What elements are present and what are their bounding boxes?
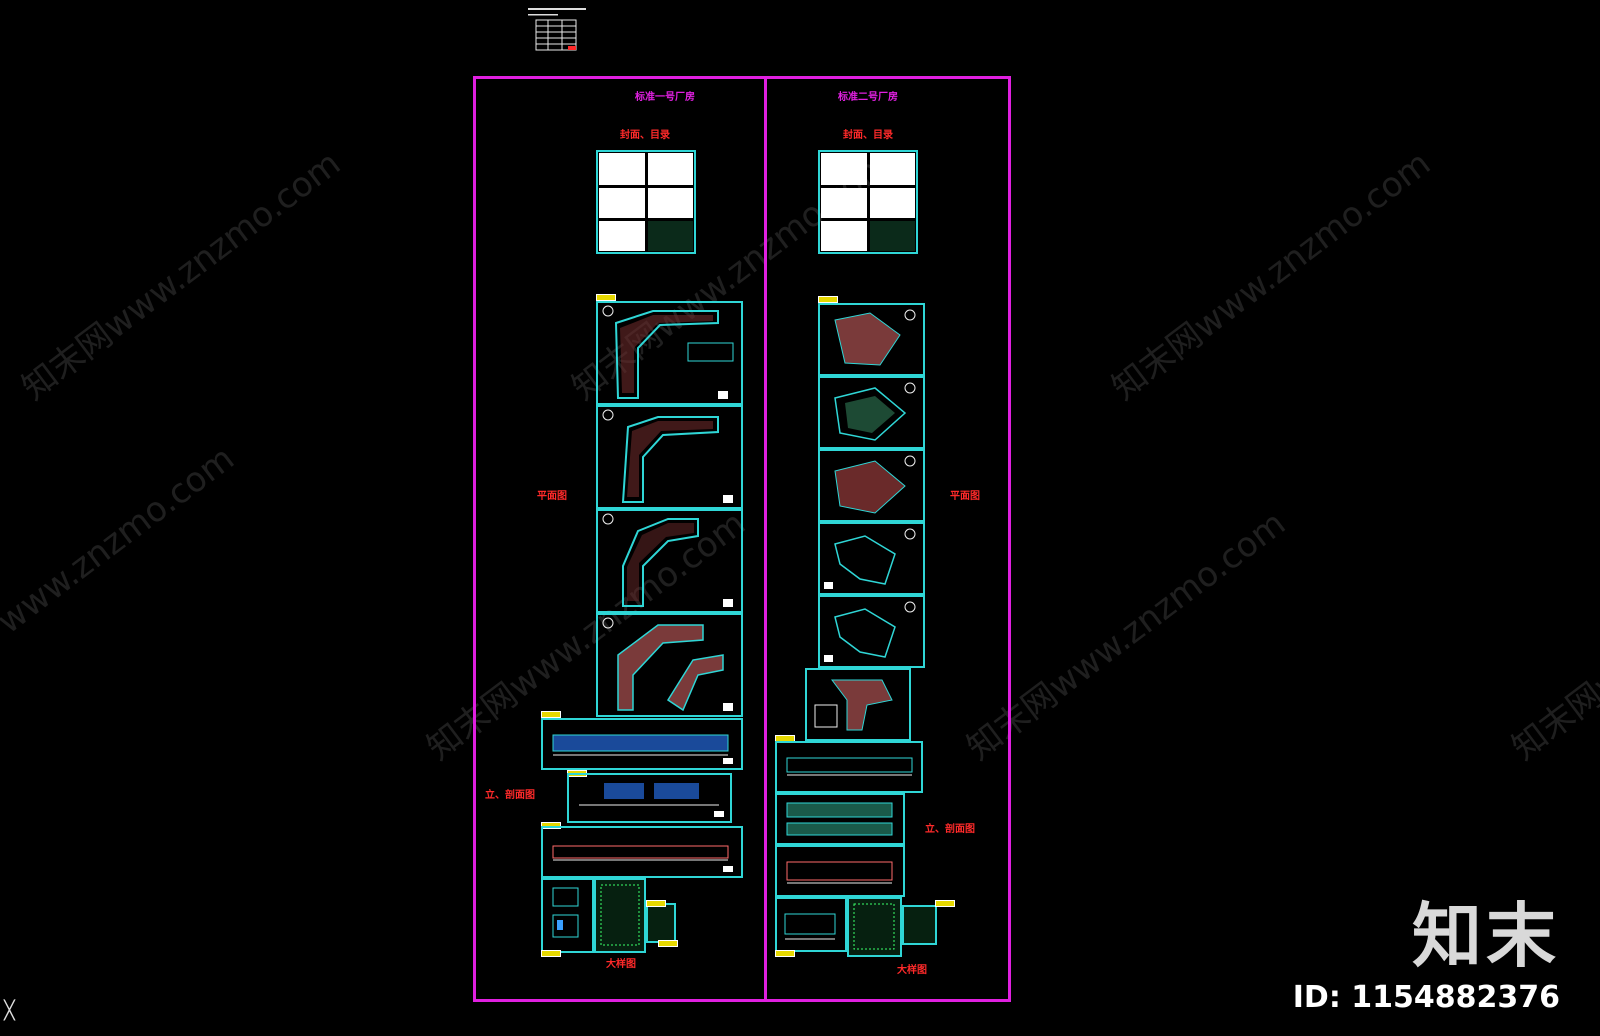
title-block-table xyxy=(528,8,586,51)
left-detail-sheet xyxy=(646,903,676,943)
left-elevation-sheet xyxy=(541,826,743,878)
right-plan-sheet xyxy=(818,449,925,522)
right-cover-label: 封面、目录 xyxy=(843,130,893,141)
watermark: 知末网www.znzmo.com xyxy=(1104,143,1439,409)
right-plans-label: 平面图 xyxy=(950,491,980,502)
right-elevation-sheet xyxy=(775,845,905,897)
frame-divider xyxy=(764,76,767,1002)
watermark: 知末网w xyxy=(1504,658,1600,769)
left-plan-sheet xyxy=(596,405,743,509)
close-icon[interactable]: ╳ xyxy=(4,1000,15,1021)
image-id: ID: 1154882376 xyxy=(1292,980,1560,1015)
left-cover-sheets xyxy=(596,150,696,254)
left-plan-sheet xyxy=(596,613,743,717)
left-detail-sheet xyxy=(541,878,594,953)
left-details-label: 大样图 xyxy=(606,959,636,970)
right-plan-sheet xyxy=(818,376,925,449)
right-detail-sheet xyxy=(775,897,847,952)
right-detail-sheet xyxy=(902,905,937,945)
right-group-title: 标准二号厂房 xyxy=(838,92,898,103)
left-elevation-sheet xyxy=(541,718,743,770)
left-group-title: 标准一号厂房 xyxy=(635,92,695,103)
watermark: www.znzmo.com xyxy=(0,438,242,642)
right-plan-sheet xyxy=(818,522,925,595)
left-plan-sheet xyxy=(596,509,743,613)
right-details-label: 大样图 xyxy=(897,965,927,976)
left-cover-label: 封面、目录 xyxy=(620,130,670,141)
right-plan-sheet xyxy=(818,595,925,668)
right-elevation-sheet xyxy=(775,741,923,793)
left-elevation-sheet xyxy=(567,773,732,823)
left-detail-sheet xyxy=(594,878,646,953)
right-plan-sheet xyxy=(818,303,925,376)
right-plan-sheet xyxy=(805,668,911,741)
brand-logo: 知末 xyxy=(1412,895,1560,977)
left-plan-sheet xyxy=(596,301,743,405)
right-elevations-label: 立、剖面图 xyxy=(925,824,975,835)
right-cover-sheets xyxy=(818,150,918,254)
right-elevation-sheet xyxy=(775,793,905,845)
left-plans-label: 平面图 xyxy=(537,491,567,502)
right-detail-sheet xyxy=(847,897,902,957)
drawing-set-frame xyxy=(473,76,1011,1002)
watermark: 知末网www.znzmo.com xyxy=(14,143,349,409)
left-elevations-label: 立、剖面图 xyxy=(485,790,535,801)
